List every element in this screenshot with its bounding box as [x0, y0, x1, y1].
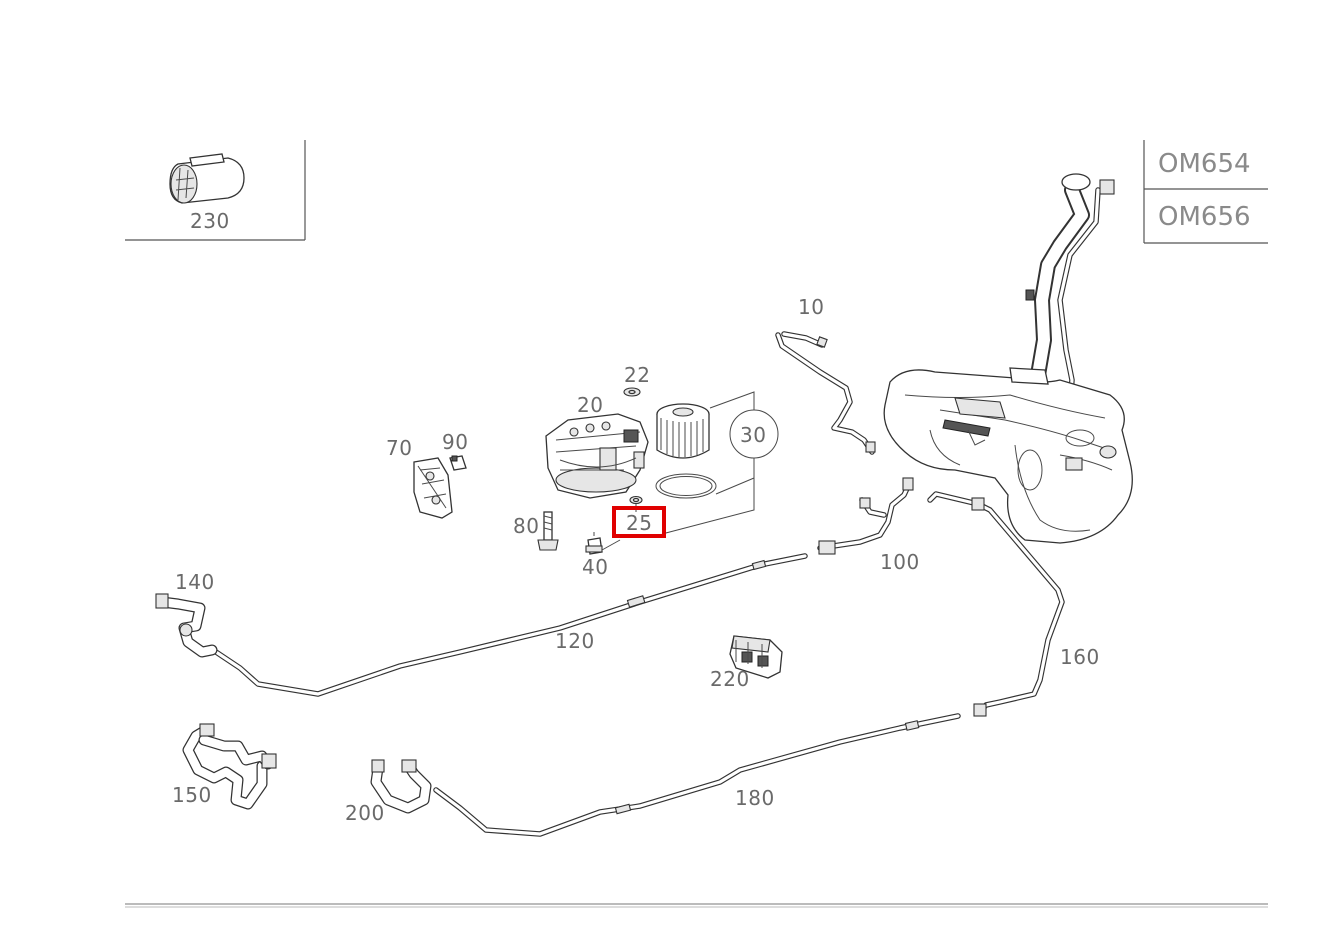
callout-140[interactable]: 140: [175, 570, 215, 594]
callout-160[interactable]: 160: [1060, 645, 1100, 669]
hose-140[interactable]: [155, 593, 218, 658]
hose-200[interactable]: [370, 759, 432, 814]
callout-100[interactable]: 100: [880, 550, 920, 574]
part-20-filter-housing[interactable]: [545, 413, 649, 499]
part-30-filter-element[interactable]: [655, 391, 779, 535]
callout-10[interactable]: 10: [798, 295, 824, 319]
part-70-bracket[interactable]: [413, 457, 453, 519]
pipe-160[interactable]: [927, 491, 1065, 717]
pipe-100[interactable]: [817, 477, 914, 555]
callout-90[interactable]: 90: [442, 430, 468, 454]
selected-part-highlight: [612, 506, 666, 538]
part-220-module[interactable]: [729, 635, 783, 679]
part-90-clip[interactable]: [449, 455, 467, 471]
fuel-tank-assembly: [883, 173, 1133, 544]
callout-150[interactable]: 150: [172, 783, 212, 807]
callout-22[interactable]: 22: [624, 363, 650, 387]
callout-230: 230: [190, 209, 230, 233]
callout-180[interactable]: 180: [735, 786, 775, 810]
variant-box: OM654 OM656: [1143, 140, 1268, 244]
pipe-10[interactable]: [775, 331, 876, 455]
callout-120[interactable]: 120: [555, 629, 595, 653]
inset-box-230[interactable]: 230: [125, 140, 306, 241]
part-25-seal[interactable]: [629, 495, 643, 513]
part-230-clip-icon: [169, 153, 245, 204]
callout-40[interactable]: 40: [582, 555, 608, 579]
pipe-120[interactable]: [210, 553, 808, 697]
hose-150[interactable]: [182, 723, 277, 810]
part-22-washer[interactable]: [623, 387, 641, 397]
variant-om654[interactable]: OM654: [1158, 149, 1251, 179]
pipe-180[interactable]: [433, 713, 961, 837]
callout-200[interactable]: 200: [345, 801, 385, 825]
callout-30[interactable]: 30: [740, 423, 766, 447]
callout-220[interactable]: 220: [710, 667, 750, 691]
part-80-bolt[interactable]: [537, 511, 559, 551]
callout-20[interactable]: 20: [577, 393, 603, 417]
callout-25[interactable]: 25: [626, 511, 652, 535]
variant-om656[interactable]: OM656: [1158, 202, 1251, 232]
part-40-drain-valve[interactable]: [585, 532, 621, 555]
callout-80[interactable]: 80: [513, 514, 539, 538]
callout-70[interactable]: 70: [386, 436, 412, 460]
